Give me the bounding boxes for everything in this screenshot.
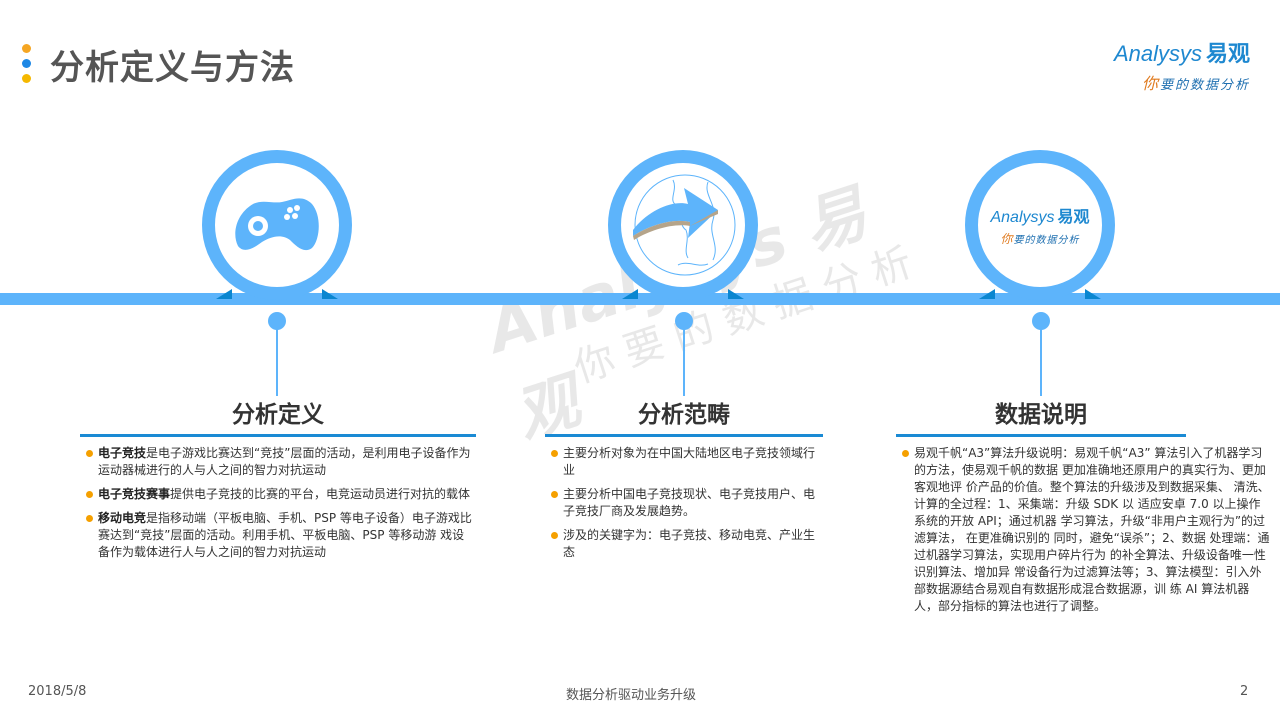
timeline-dot	[675, 312, 693, 330]
yellow-dot	[22, 74, 31, 83]
connector-line	[276, 328, 278, 396]
list-item: 电子竞技是电子游戏比赛达到“竞技”层面的活动，是利用电子设备作为运动器械进行的人…	[84, 445, 472, 479]
section-scope: 分析范畴 主要分析对象为在中国大陆地区电子竞技领域行业 主要分析中国电子竞技现状…	[545, 400, 823, 568]
item-text: 主要分析对象为在中国大陆地区电子竞技领域行业	[563, 446, 816, 477]
timeline-dot	[268, 312, 286, 330]
list-item: 主要分析中国电子竞技现状、电子竞技用户、电子竞技厂商及发展趋势。	[549, 486, 819, 520]
item-term: 电子竞技	[98, 446, 147, 460]
item-text: 是指移动端（平板电脑、手机、PSP 等电子设备）电子游戏比赛达到“竞技”层面的活…	[98, 511, 472, 559]
section-heading: 分析定义	[232, 402, 324, 428]
item-text: 提供电子竞技的比赛的平台，电竞运动员进行对抗的载体	[170, 487, 471, 501]
node-logo-slogan-rest: 要的数据分析	[1013, 235, 1080, 246]
page-title: 分析定义与方法	[50, 48, 295, 88]
logo-slogan: 你要的数据分析	[1080, 70, 1250, 94]
list-item: 电子竞技赛事提供电子竞技的比赛的平台，电竞运动员进行对抗的载体	[84, 486, 472, 503]
item-term: 电子竞技赛事	[98, 487, 171, 501]
globe-arrow-icon	[608, 150, 758, 300]
page-number: 2	[1240, 684, 1249, 699]
footer-title: 数据分析驱动业务升级	[566, 688, 697, 703]
footer-date: 2018/5/8	[28, 684, 87, 699]
item-term: 移动电竞	[98, 511, 147, 525]
heading-rule	[896, 434, 1186, 437]
bullet-list: 主要分析对象为在中国大陆地区电子竞技领域行业 主要分析中国电子竞技现状、电子竞技…	[545, 445, 823, 561]
logo-brand-latin: Analysys	[1113, 41, 1202, 66]
timeline-node-definition	[202, 150, 352, 300]
ring-fold	[728, 289, 744, 299]
section-definition: 分析定义 电子竞技是电子游戏比赛达到“竞技”层面的活动，是利用电子设备作为运动器…	[80, 400, 476, 568]
list-item: 移动电竞是指移动端（平板电脑、手机、PSP 等电子设备）电子游戏比赛达到“竞技”…	[84, 510, 472, 561]
logo-slogan-rest: 要的数据分析	[1159, 78, 1250, 93]
timeline-node-scope	[608, 150, 758, 300]
bullet-list: 电子竞技是电子游戏比赛达到“竞技”层面的活动，是利用电子设备作为运动器械进行的人…	[80, 445, 476, 561]
section-data: 数据说明 易观千帆“A3”算法升级说明：易观千帆“A3” 算法引入了机器学习的方…	[896, 400, 1280, 622]
list-item: 涉及的关键字为：电子竞技、移动电竞、产业生态	[549, 527, 819, 561]
ring-fold	[216, 289, 232, 299]
item-text: 易观千帆“A3”算法升级说明：易观千帆“A3” 算法引入了机器学习的方法，使易观…	[914, 446, 1270, 613]
list-item: 主要分析对象为在中国大陆地区电子竞技领域行业	[549, 445, 819, 479]
blue-dot	[22, 59, 31, 68]
ring-fold	[322, 289, 338, 299]
list-item: 易观千帆“A3”算法升级说明：易观千帆“A3” 算法引入了机器学习的方法，使易观…	[900, 445, 1272, 615]
timeline-bar	[0, 293, 1280, 305]
heading-rule	[545, 434, 823, 437]
section-heading: 数据说明	[995, 402, 1087, 428]
logo-brand-cn: 易观	[1205, 42, 1250, 67]
ring-fold	[622, 289, 638, 299]
orange-dot	[22, 44, 31, 53]
title-decoration-dots	[22, 44, 32, 86]
section-heading: 分析范畴	[638, 402, 730, 428]
node-logo-slogan-first: 你	[1000, 232, 1014, 246]
item-text: 主要分析中国电子竞技现状、电子竞技用户、电子竞技厂商及发展趋势。	[563, 487, 816, 518]
gamepad-icon	[202, 150, 352, 300]
timeline-dot	[1032, 312, 1050, 330]
heading-rule	[80, 434, 476, 437]
item-text: 是电子游戏比赛达到“竞技”层面的活动，是利用电子设备作为运动器械进行的人与人之间…	[98, 446, 471, 477]
logo-slogan-first: 你	[1141, 74, 1160, 93]
ring-fold	[979, 289, 995, 299]
node-logo-cn: 易观	[1057, 207, 1090, 226]
node-logo-latin: Analysys	[990, 209, 1055, 226]
connector-line	[1040, 328, 1042, 396]
connector-line	[683, 328, 685, 396]
ring-fold	[1085, 289, 1101, 299]
bullet-list: 易观千帆“A3”算法升级说明：易观千帆“A3” 算法引入了机器学习的方法，使易观…	[896, 445, 1276, 615]
item-text: 涉及的关键字为：电子竞技、移动电竞、产业生态	[563, 528, 816, 559]
